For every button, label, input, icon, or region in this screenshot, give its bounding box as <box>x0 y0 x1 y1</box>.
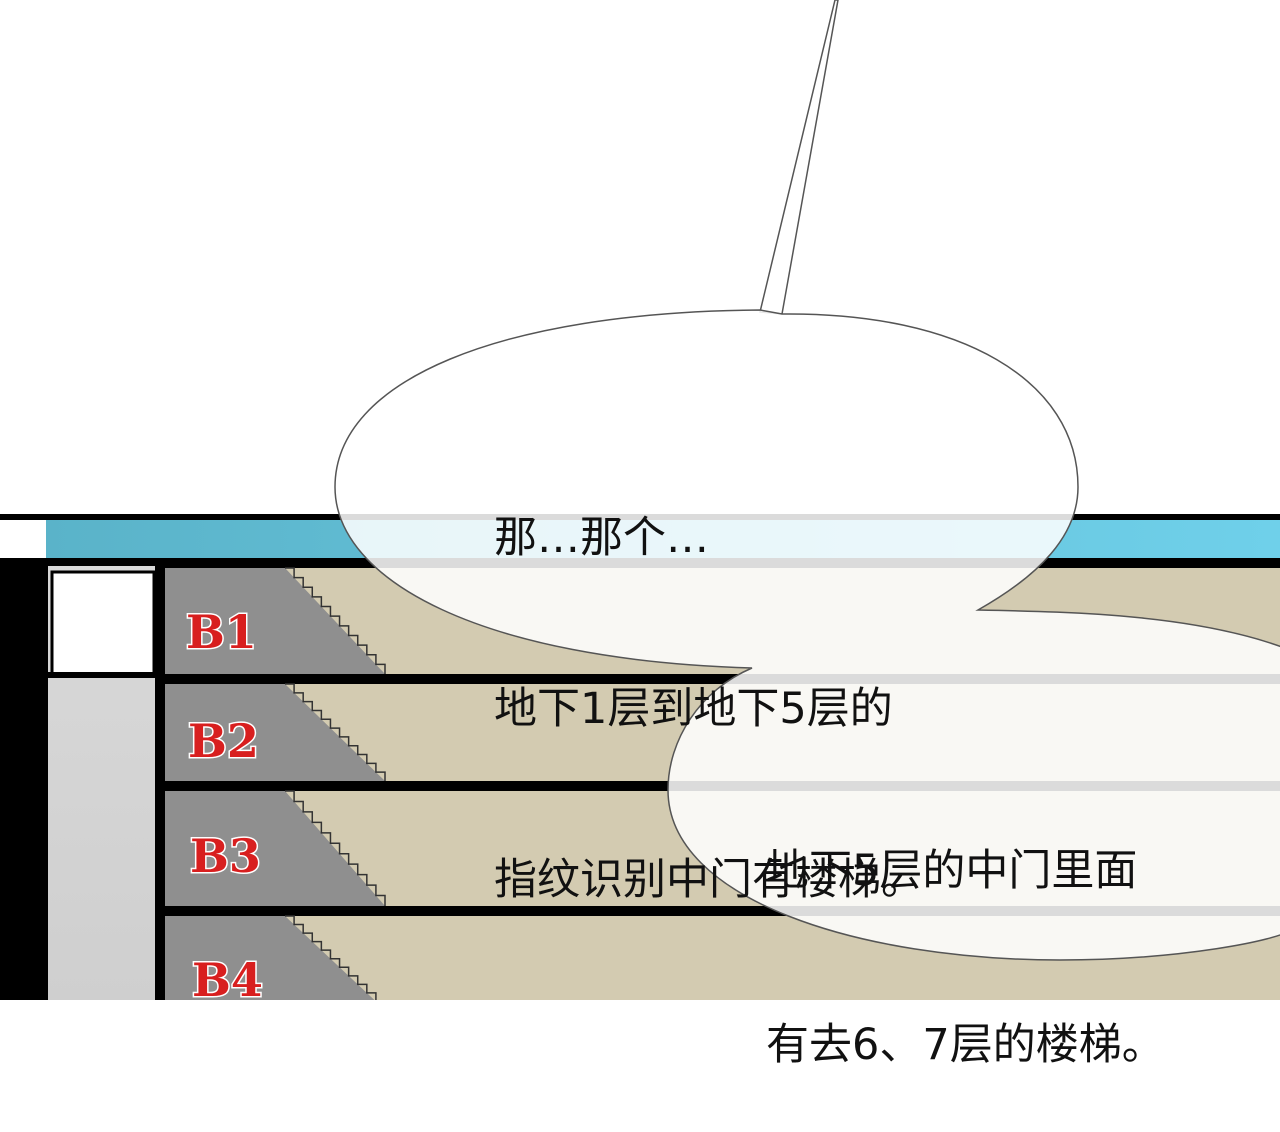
floor-2-stairs <box>285 683 386 781</box>
floor-label-b4: B4 <box>192 953 263 1000</box>
floor-3-slab <box>158 906 1280 916</box>
floor-3-stairs <box>285 790 386 906</box>
floor-1-slab <box>158 674 1280 684</box>
floor-3-stair-shadow <box>165 791 385 906</box>
bubble-1-line-1: 那…那个… <box>494 513 709 563</box>
floor-2-stair-shadow <box>165 684 385 781</box>
bubble-1-line-2: 地下1层到地下5层的 <box>494 684 893 734</box>
surface-left-block <box>0 520 46 560</box>
bubble-2-line-2: 有去6、7层的楼梯。 <box>766 1020 1165 1070</box>
speech-bubble-1 <box>334 309 1280 961</box>
bubble-2-line-1: 地下5层的中门里面 <box>766 846 1138 896</box>
elevator-car-frame <box>48 672 158 678</box>
floor-label-b2: B2 <box>188 714 259 768</box>
floor-1-stairs <box>285 567 386 674</box>
speech-bubble-tail <box>759 0 839 315</box>
floor-4-stair-shadow <box>165 916 375 1000</box>
speech-bubble-2-text: 地下5层的中门里面 有去6、7层的楼梯。 <box>766 726 1165 1132</box>
outer-wall <box>0 558 48 1000</box>
floor-label-b1: B1 <box>186 605 257 659</box>
speech-bubble-1-text: 那…那个… 地下1层到地下5层的 指纹识别中门有楼梯。 <box>494 396 924 966</box>
floor-1-stair-shadow <box>165 568 385 674</box>
floor-label-b3: B3 <box>190 829 261 883</box>
elevator-car <box>50 570 156 676</box>
bubble-1-line-3: 指纹识别中门有楼梯。 <box>494 855 924 905</box>
floor-4-stairs <box>285 915 377 1000</box>
